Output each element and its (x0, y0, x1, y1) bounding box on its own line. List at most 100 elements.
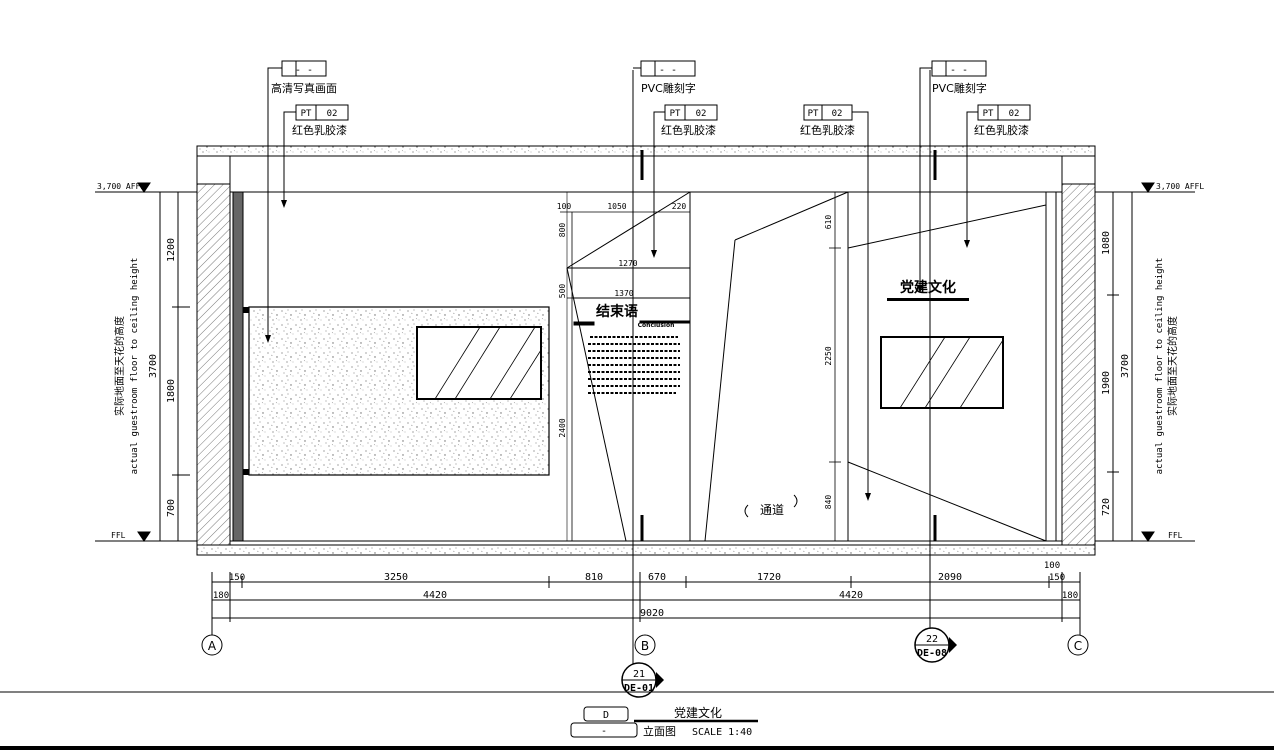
screen-glare (899, 336, 946, 409)
title-type: 立面图 (643, 724, 676, 738)
title-bar (639, 320, 691, 324)
right-panel-dim-lines (829, 192, 841, 541)
right-dim-720: 720 (1101, 498, 1112, 516)
height-desc-en-left: actual guestroom floor to ceiling height (130, 258, 140, 475)
axis-a: A (208, 639, 217, 653)
dim-4420-right: 4420 (839, 590, 863, 601)
bottom-dim-lines (211, 572, 1081, 636)
ceiling-slab (196, 145, 1096, 157)
dim-2090: 2090 (938, 572, 962, 583)
right-dim-lines (1107, 191, 1138, 542)
floor-level-left: FFL (111, 531, 126, 540)
dim-180-left: 180 (213, 591, 229, 601)
left-dim-700: 700 (166, 499, 177, 517)
tag-paint-3: PT 02 红色乳胶漆 (800, 104, 855, 137)
height-desc-cn-right: 实际地面至天花的高度 (1166, 316, 1179, 416)
dim-1270: 1270 (618, 259, 637, 268)
height-desc-en-right: actual guestroom floor to ceiling height (1155, 258, 1165, 475)
pt-code: PT (670, 109, 681, 119)
pt-code: PT (301, 109, 312, 119)
ceiling-level-right: 3,700 AFFL (1156, 182, 1204, 191)
party-panel (880, 298, 1004, 409)
dim-4420-left: 4420 (423, 590, 447, 601)
pt-code: PT (808, 109, 819, 119)
paint-label: 红色乳胶漆 (974, 123, 1029, 137)
pt-number: 02 (1009, 109, 1020, 119)
left-wall-hatch (196, 183, 231, 546)
left-dim-1200: 1200 (166, 238, 177, 262)
tag-paint-4: PT 02 红色乳胶漆 (974, 104, 1031, 137)
pvc-label: PVC雕刻字 (641, 81, 696, 95)
axis-b: B (641, 639, 649, 653)
height-desc-cn-left: 实际地面至天花的高度 (113, 316, 126, 416)
conclusion-title: 结束语 (596, 303, 638, 320)
screen-frame (416, 326, 542, 400)
title-name: 党建文化 (674, 705, 722, 720)
paint-label: 红色乳胶漆 (292, 123, 347, 137)
paint-label: 红色乳胶漆 (800, 123, 855, 137)
dim-100-right: 100 (1044, 561, 1060, 571)
party-screen-frame (880, 336, 1004, 409)
photo-tag-label: 高清写真画面 (271, 81, 337, 95)
pt-code: PT (983, 109, 994, 119)
wall-structure (196, 145, 1096, 556)
dim-670: 670 (648, 572, 666, 583)
screen-glare (924, 336, 971, 409)
pvc-tag-code: - - (950, 65, 968, 76)
conclusion-panel (566, 191, 691, 542)
panel-edge (566, 267, 627, 542)
axis-c: C (1074, 639, 1082, 653)
leader-arrows (265, 200, 970, 501)
party-title: 党建文化 (900, 279, 956, 296)
callout-number: 22 (926, 634, 938, 645)
title-block: D - 党建文化 立面图 SCALE 1:40 (570, 705, 758, 738)
panel-dim-lines (560, 211, 690, 541)
screen-glare (434, 326, 481, 400)
axis-bubbles: A B C (201, 634, 1089, 656)
section-callout-21: 21 DE-01 (621, 662, 664, 698)
pt-number: 02 (327, 109, 338, 119)
tag-paint-2: PT 02 红色乳胶漆 (661, 104, 718, 137)
leader-lines (267, 67, 978, 498)
callout-number: 21 (633, 669, 645, 680)
dim-2400: 2400 (558, 418, 567, 437)
floor-slab (196, 544, 1096, 556)
dim-220: 220 (672, 202, 687, 211)
passage-arrow-left-icon (744, 504, 749, 518)
dim-800: 800 (558, 223, 567, 238)
right-panel-dim-2250: 2250 (824, 346, 833, 365)
left-dim-1800: 1800 (166, 379, 177, 403)
dim-1720: 1720 (757, 572, 781, 583)
callout-sheet: DE-08 (917, 648, 947, 659)
left-dim-total: 3700 (148, 354, 159, 378)
conclusion-body-text (588, 336, 680, 394)
dim-3250: 3250 (384, 572, 408, 583)
right-dim-1080: 1080 (1101, 231, 1112, 255)
screen-glare (454, 326, 501, 400)
dim-1050: 1050 (607, 202, 626, 211)
right-dim-1900: 1900 (1101, 371, 1112, 395)
dim-500: 500 (558, 284, 567, 299)
section-cut-lines (632, 70, 937, 665)
title-bar (573, 321, 595, 326)
right-wall-hatch (1061, 183, 1096, 546)
pvc-tag-code: - - (659, 65, 677, 76)
screen-glare (509, 349, 542, 400)
title-scale: SCALE 1:40 (692, 727, 752, 738)
right-panel-dim-610: 610 (824, 215, 833, 230)
pt-number: 02 (832, 109, 843, 119)
right-dim-total: 3700 (1120, 354, 1131, 378)
dim-150-left: 150 (229, 573, 245, 583)
callout-sheet: DE-01 (624, 683, 654, 694)
passage-arrow-right-icon (793, 494, 798, 508)
pt-number: 02 (696, 109, 707, 119)
bracket-bottom (243, 469, 249, 475)
title-subcode: - (601, 726, 607, 737)
panel-edge (566, 191, 691, 269)
floor-level-right: FFL (1168, 531, 1183, 540)
tag-pvc-2: - - PVC雕刻字 (931, 60, 987, 95)
photo-tag-code: - - (295, 65, 313, 76)
tag-pvc-1: - - PVC雕刻字 (640, 60, 696, 95)
dim-100: 100 (557, 202, 572, 211)
